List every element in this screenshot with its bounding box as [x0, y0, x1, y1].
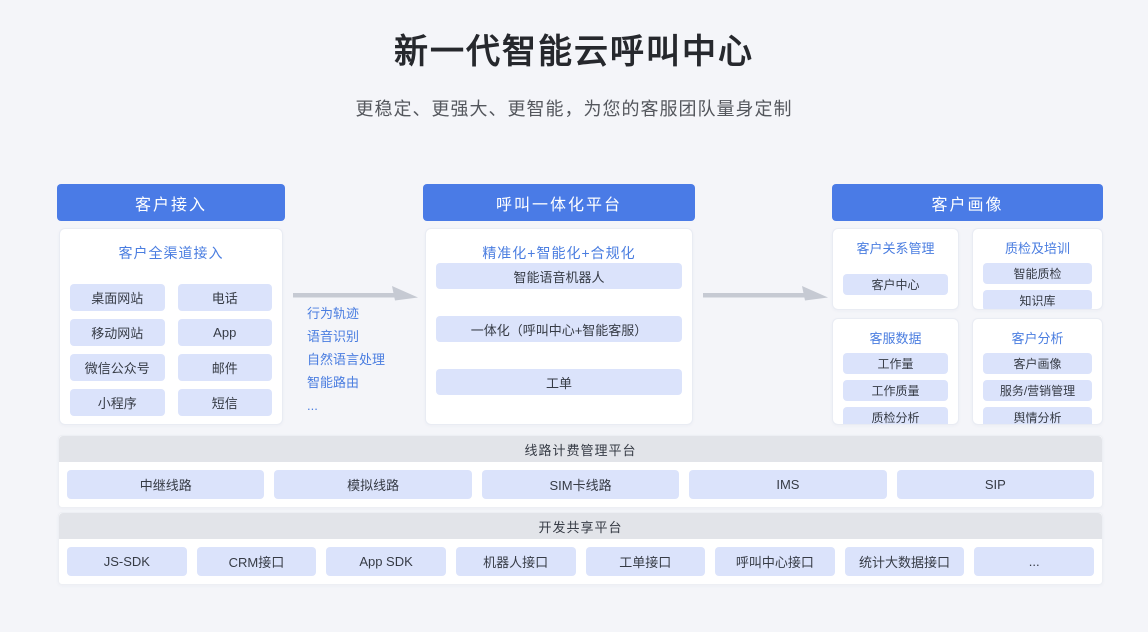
ai-capability-list: 行为轨迹 语音识别 自然语言处理 智能路由 ...	[307, 302, 385, 417]
api-chip: 工单接口	[585, 547, 706, 576]
platform-bar-title: 线路计费管理平台	[59, 436, 1102, 462]
channel-chip: App	[177, 319, 272, 346]
channel-chip: 邮件	[177, 354, 272, 381]
api-chip: 呼叫中心接口	[715, 547, 835, 576]
connector-right	[695, 184, 832, 425]
api-chip: JS-SDK	[67, 547, 187, 576]
hero-section: 新一代智能云呼叫中心 更稳定、更强大、更智能，为您的客服团队量身定制	[0, 0, 1148, 121]
crm-card: 客户关系管理 客户中心	[832, 228, 959, 310]
line-type-chip: SIM卡线路	[481, 470, 680, 499]
flow-arrow-icon	[293, 286, 418, 301]
channel-chip: 电话	[177, 284, 272, 311]
connector-left: 行为轨迹 语音识别 自然语言处理 智能路由 ...	[285, 184, 423, 425]
line-type-chips: 中继线路 模拟线路 SIM卡线路 IMS SIP	[59, 462, 1102, 499]
api-chip: CRM接口	[196, 547, 317, 576]
profile-chip: 质检分析	[843, 407, 948, 424]
ai-capability-label: 智能路由	[307, 375, 360, 390]
platform-feature-chip: 工单	[436, 369, 682, 395]
column-header: 客户画像	[832, 184, 1103, 221]
line-type-chip: IMS	[689, 470, 887, 499]
profile-card-grid: 客户关系管理 客户中心 质检及培训 智能质检 知识库 客服数据 工作量 工作质量…	[832, 228, 1103, 425]
service-data-card: 客服数据 工作量 工作质量 质检分析	[832, 318, 959, 425]
profile-chip: 工作质量	[843, 380, 948, 401]
profile-chip: 客户画像	[983, 353, 1092, 374]
api-chip: App SDK	[326, 547, 446, 576]
ai-capability-label: 自然语言处理	[307, 352, 386, 367]
api-chip: 统计大数据接口	[844, 547, 965, 576]
line-type-chip: 中继线路	[67, 470, 265, 499]
page-subtitle: 更稳定、更强大、更智能，为您的客服团队量身定制	[355, 99, 793, 119]
platform-feature-chip: 一体化（呼叫中心+智能客服）	[436, 316, 682, 342]
ai-capability-label: 行为轨迹	[307, 306, 360, 321]
call-platform-card: 精准化+智能化+合规化 智能语音机器人 一体化（呼叫中心+智能客服） 工单	[425, 228, 693, 425]
column-header: 客户接入	[57, 184, 285, 221]
column-customer-access: 客户接入 客户全渠道接入 桌面网站 电话 移动网站 App 微信公众号 邮件 小…	[57, 184, 285, 425]
customer-access-card: 客户全渠道接入 桌面网站 电话 移动网站 App 微信公众号 邮件 小程序 短信	[59, 228, 283, 425]
channel-chip-grid: 桌面网站 电话 移动网站 App 微信公众号 邮件 小程序 短信	[70, 284, 272, 416]
card-title: 客户分析	[1011, 331, 1064, 346]
card-title: 精准化+智能化+合规化	[482, 245, 636, 261]
card-title: 客户全渠道接入	[118, 245, 224, 261]
channel-chip: 微信公众号	[70, 354, 165, 381]
architecture-diagram: 客户接入 客户全渠道接入 桌面网站 电话 移动网站 App 微信公众号 邮件 小…	[57, 184, 1103, 425]
ai-capability-label: ...	[307, 398, 318, 413]
customer-analysis-card: 客户分析 客户画像 服务/营销管理 舆情分析	[972, 318, 1103, 425]
card-title: 客服数据	[869, 331, 922, 346]
api-chip: ...	[974, 547, 1094, 576]
ai-capability-label: 语音识别	[307, 329, 360, 344]
channel-chip: 桌面网站	[70, 284, 165, 311]
profile-chip: 服务/营销管理	[983, 380, 1092, 401]
line-billing-platform-bar: 线路计费管理平台 中继线路 模拟线路 SIM卡线路 IMS SIP	[58, 435, 1103, 508]
api-chip: 机器人接口	[455, 547, 576, 576]
profile-chip: 智能质检	[983, 263, 1092, 284]
dev-sharing-platform-bar: 开发共享平台 JS-SDK CRM接口 App SDK 机器人接口 工单接口 呼…	[58, 512, 1103, 585]
platform-feature-chip: 智能语音机器人	[436, 263, 682, 289]
line-type-chip: SIP	[896, 470, 1095, 499]
card-title: 质检及培训	[1004, 241, 1070, 256]
card-title: 客户关系管理	[856, 241, 935, 256]
quality-training-card: 质检及培训 智能质检 知识库	[972, 228, 1103, 310]
column-customer-profile: 客户画像 客户关系管理 客户中心 质检及培训 智能质检 知识库 客服数据 工作量…	[832, 184, 1103, 425]
column-call-platform: 呼叫一体化平台 精准化+智能化+合规化 智能语音机器人 一体化（呼叫中心+智能客…	[423, 184, 695, 425]
platform-bar-title: 开发共享平台	[59, 513, 1102, 539]
line-type-chip: 模拟线路	[274, 470, 472, 499]
channel-chip: 移动网站	[70, 319, 165, 346]
page-title: 新一代智能云呼叫中心	[394, 33, 754, 71]
profile-chip: 工作量	[843, 353, 948, 374]
channel-chip: 短信	[177, 389, 272, 416]
channel-chip: 小程序	[70, 389, 165, 416]
profile-chip: 知识库	[983, 290, 1092, 309]
column-header: 呼叫一体化平台	[423, 184, 695, 221]
flow-arrow-icon	[703, 286, 828, 301]
api-chips: JS-SDK CRM接口 App SDK 机器人接口 工单接口 呼叫中心接口 统…	[59, 539, 1102, 576]
profile-chip: 舆情分析	[983, 407, 1092, 424]
profile-chip: 客户中心	[843, 274, 948, 295]
